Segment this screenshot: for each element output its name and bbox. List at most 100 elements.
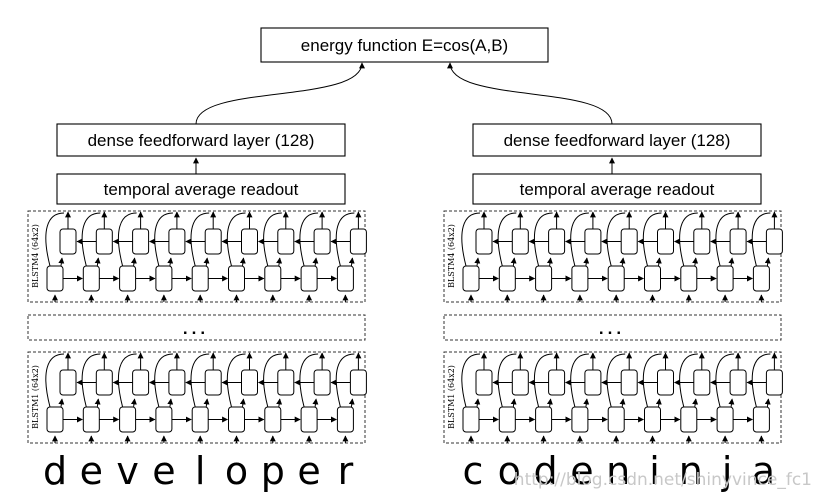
cell-link: [239, 257, 246, 267]
skip-curve: [715, 212, 735, 267]
left-middle-block: [27, 314, 366, 341]
forward-lstm-cell: [752, 406, 770, 433]
cell-link: [583, 257, 590, 267]
cell-link: [167, 257, 174, 267]
forward-lstm-cell: [46, 406, 64, 433]
cell-link: [510, 257, 517, 267]
input-letter: c: [463, 449, 484, 493]
forward-lstm-cell: [680, 265, 698, 292]
backward-lstm-cell: [511, 369, 529, 396]
backward-lstm-cell: [95, 228, 113, 255]
cell-link: [94, 257, 101, 267]
cell-link: [130, 398, 137, 408]
left-blstm4-cells: [45, 211, 367, 302]
forward-lstm-cell: [119, 406, 137, 433]
forward-lstm-cell: [155, 406, 173, 433]
cell-link: [276, 257, 283, 267]
cell-link: [239, 398, 246, 408]
cell-link: [728, 257, 735, 267]
energy-function-label: energy function E=cos(A,B): [301, 36, 508, 55]
forward-lstm-cell: [46, 265, 64, 292]
backward-lstm-cell: [765, 228, 783, 255]
cell-link: [510, 398, 517, 408]
backward-lstm-cell: [132, 369, 150, 396]
backward-lstm-cell: [132, 228, 150, 255]
skip-curve: [190, 212, 210, 267]
forward-lstm-cell: [300, 406, 318, 433]
forward-lstm-cell: [155, 265, 173, 292]
skip-curve: [263, 212, 282, 267]
backward-lstm-cell: [349, 228, 367, 255]
forward-lstm-cell: [535, 406, 553, 433]
input-letter: a: [752, 449, 775, 493]
forward-lstm-cell: [752, 265, 770, 292]
forward-lstm-cell: [716, 406, 734, 433]
backward-lstm-cell: [204, 369, 222, 396]
cell-link: [728, 398, 735, 408]
cell-link: [348, 398, 355, 408]
skip-curve: [497, 353, 517, 408]
cell-link: [348, 257, 355, 267]
forward-lstm-cell: [535, 265, 553, 292]
input-letter: l: [195, 449, 206, 493]
left-tower: dense feedforward layer (128) temporal a…: [27, 123, 367, 493]
forward-lstm-cell: [264, 406, 282, 433]
skip-curve: [606, 353, 626, 408]
skip-curve: [751, 212, 771, 267]
cell-link: [203, 257, 210, 267]
skip-curve: [263, 353, 282, 408]
cell-link: [764, 257, 771, 267]
skip-curve: [606, 212, 626, 267]
input-letter: i: [649, 449, 660, 493]
forward-lstm-cell: [498, 265, 516, 292]
skip-curve: [715, 353, 735, 408]
backward-lstm-cell: [313, 369, 331, 396]
forward-lstm-cell: [716, 265, 734, 292]
cell-link: [58, 257, 65, 267]
input-letter: e: [570, 449, 593, 493]
cell-link: [203, 398, 210, 408]
cell-link: [312, 398, 319, 408]
backward-lstm-cell: [765, 369, 783, 396]
input-letter: j: [721, 449, 733, 493]
backward-lstm-cell: [693, 369, 711, 396]
left-ellipsis: ...: [183, 319, 209, 338]
skip-curve: [154, 353, 173, 408]
input-letter: d: [43, 449, 67, 493]
input-letter: n: [679, 449, 703, 493]
right-readout-box: [472, 173, 762, 205]
cell-link: [546, 398, 553, 408]
input-letter: o: [498, 449, 521, 493]
forward-lstm-cell: [498, 406, 516, 433]
backward-lstm-cell: [657, 228, 674, 255]
skip-curve: [335, 212, 355, 267]
energy-function-node: energy function E=cos(A,B): [260, 27, 549, 63]
skip-curve: [570, 212, 589, 267]
skip-curve: [45, 353, 65, 408]
skip-curve: [679, 212, 698, 267]
forward-lstm-cell: [462, 406, 480, 433]
skip-curve: [154, 212, 173, 267]
skip-curve: [533, 353, 553, 408]
input-letter: e: [297, 449, 320, 493]
cell-link: [619, 398, 626, 408]
input-letter: n: [606, 449, 630, 493]
cell-link: [619, 257, 626, 267]
cell-link: [546, 257, 553, 267]
cell-link: [655, 398, 662, 408]
backward-lstm-cell: [241, 228, 258, 255]
backward-lstm-cell: [729, 369, 747, 396]
skip-curve: [570, 353, 589, 408]
skip-curve: [226, 353, 246, 408]
cell-link: [583, 398, 590, 408]
backward-lstm-cell: [204, 228, 222, 255]
backward-lstm-cell: [349, 369, 367, 396]
backward-lstm-cell: [277, 228, 295, 255]
left-blstm4-label: BLSTM4 (64x2): [31, 224, 40, 288]
forward-lstm-cell: [571, 265, 589, 292]
skip-curve: [642, 353, 662, 408]
right-readout-label: temporal average readout: [520, 180, 715, 199]
forward-lstm-cell: [82, 406, 100, 433]
